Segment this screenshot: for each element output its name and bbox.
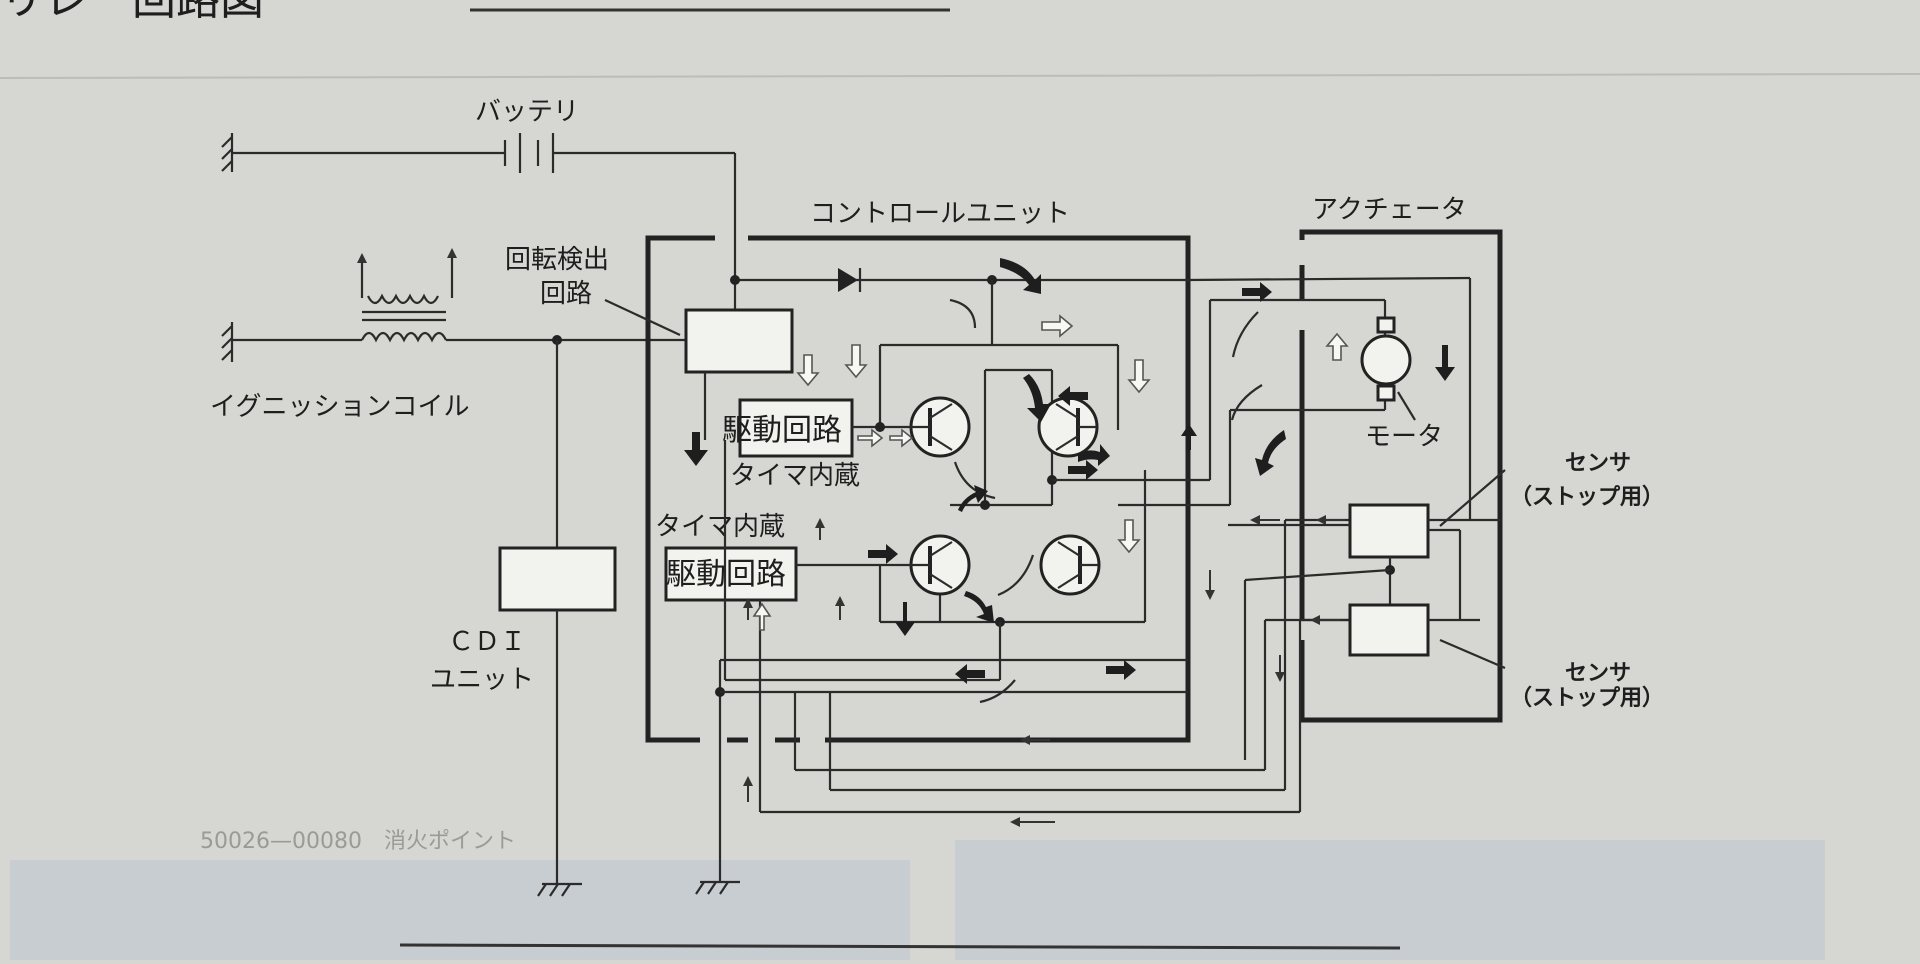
- timer-bottom-label: タイマ内蔵: [655, 512, 785, 542]
- footer-code: 50026—00080 消火ポイント: [200, 829, 516, 854]
- cdi-label-line1: ＣＤＩ: [448, 627, 526, 657]
- control-unit-label: コントロールユニット: [810, 199, 1070, 229]
- sensor-box-1: [1228, 469, 1506, 620]
- lower-panel-right: [955, 840, 1825, 960]
- cdi-unit-symbol: [498, 335, 617, 884]
- diode-symbol: [838, 268, 862, 292]
- flow-arrows-solid: [684, 258, 1455, 684]
- sensor-2-note: （ストップ用）: [1510, 686, 1664, 711]
- transistor-upper-right: [1037, 396, 1099, 458]
- bottom-rule: [399, 943, 1401, 950]
- drive-circuit-top-label: 駆動回路: [722, 413, 842, 448]
- actuator-feed-wire: [1187, 276, 1471, 282]
- page-title: リレー回路図: [0, 0, 264, 25]
- sensor-2-name: センサ: [1565, 661, 1631, 686]
- actuator-label: アクチェータ: [1312, 195, 1467, 225]
- sensor-1-name: センサ: [1565, 451, 1631, 476]
- ground-symbol-battery: [221, 133, 234, 172]
- flow-arrows-hollow: [752, 298, 1349, 704]
- page-divider: [0, 73, 1920, 79]
- rotation-detect-circuit: [604, 275, 1188, 440]
- ground-symbol-coil: [221, 322, 234, 362]
- lower-panel-left: [10, 860, 910, 960]
- cdi-label-line2: ユニット: [430, 665, 534, 695]
- motor-feed-wires: [1052, 298, 1387, 507]
- ground-network: [715, 440, 1350, 882]
- ground-symbol-cdi: [537, 882, 582, 897]
- drive-circuit-top-box: [738, 398, 912, 458]
- motor-label: モータ: [1365, 422, 1443, 452]
- flow-arrows-line: [743, 515, 1345, 827]
- transistor-upper-left: [909, 396, 971, 458]
- sensor-1-note: （ストップ用）: [1510, 485, 1664, 510]
- ignition-coil-label: イグニッションコイル: [210, 392, 469, 422]
- drive-circuit-bottom-box: [664, 546, 1350, 814]
- motor-symbol: [1360, 316, 1416, 421]
- battery-label: バッテリ: [475, 97, 579, 127]
- rotation-detect-label-line2: 回路: [540, 279, 592, 309]
- timer-top-label: タイマ内蔵: [730, 461, 860, 491]
- transistor-lower-left: [909, 534, 971, 596]
- actuator-border: [1299, 229, 1503, 723]
- h-bridge-frame: [725, 280, 1147, 682]
- battery-symbol: [232, 133, 737, 310]
- sensor-box-2: [1243, 568, 1506, 760]
- transistor-lower-right: [1039, 534, 1101, 596]
- rotation-detect-label-line1: 回転検出: [505, 245, 609, 275]
